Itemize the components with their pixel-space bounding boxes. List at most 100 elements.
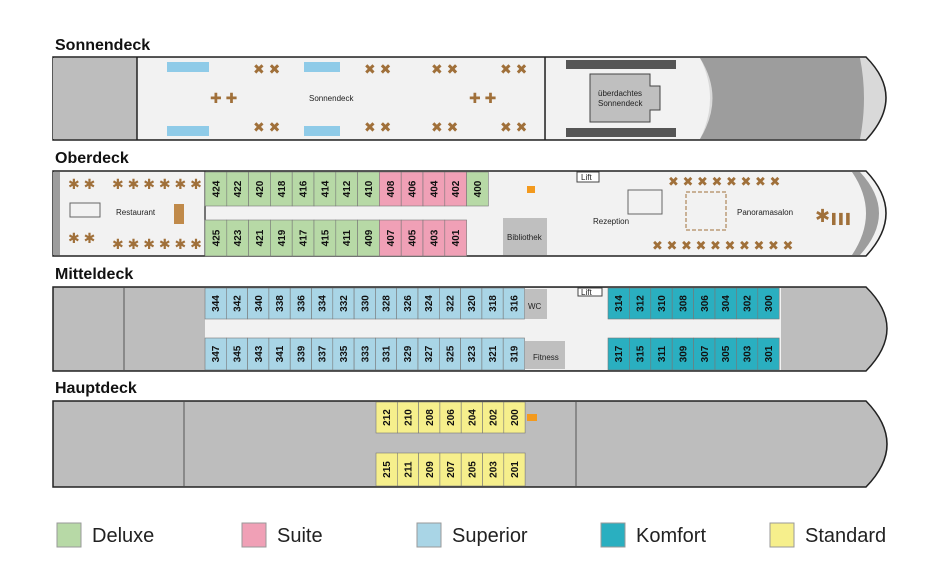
cabin-number: 414 xyxy=(320,180,331,197)
cabin-number: 201 xyxy=(510,461,521,478)
legend-swatch-superior xyxy=(416,522,442,548)
cabin-number: 319 xyxy=(509,345,520,362)
cabin-number: 403 xyxy=(429,229,440,246)
cabin-number: 300 xyxy=(764,295,775,312)
cabin-number: 321 xyxy=(488,345,499,362)
cabin-number: 410 xyxy=(364,180,375,197)
svg-text:✖ ✖: ✖ ✖ xyxy=(431,61,458,77)
cabin-number: 415 xyxy=(320,229,331,246)
cabin-number: 206 xyxy=(446,409,457,426)
svg-text:▌▌▌: ▌▌▌ xyxy=(832,212,853,226)
cabin-number: 209 xyxy=(425,461,436,478)
cabin-number: 347 xyxy=(211,345,222,362)
cabin-number: 332 xyxy=(339,295,350,312)
cabin-number: 420 xyxy=(255,180,266,197)
cabin-number: 409 xyxy=(364,229,375,246)
cabin-number: 423 xyxy=(233,229,244,246)
fitness-label: Fitness xyxy=(533,353,559,362)
svg-text:✱ ✱ ✱ ✱ ✱ ✱: ✱ ✱ ✱ ✱ ✱ ✱ xyxy=(112,176,202,192)
cabin-number: 342 xyxy=(232,295,243,312)
legend-swatch-komfort xyxy=(600,522,626,548)
sonnendeck-hull xyxy=(52,56,887,141)
cabin-number: 419 xyxy=(277,229,288,246)
cabin-number: 337 xyxy=(318,345,329,362)
cabin-number: 318 xyxy=(488,295,499,312)
svg-text:✖ ✖: ✖ ✖ xyxy=(500,119,527,135)
cabin-number: 215 xyxy=(382,461,393,478)
cabin-number: 325 xyxy=(445,345,456,362)
svg-text:✖ ✖: ✖ ✖ xyxy=(431,119,458,135)
cabin-200 xyxy=(503,401,526,434)
cabin-number: 404 xyxy=(429,180,440,197)
cabin-201 xyxy=(503,452,526,487)
cabin-number: 320 xyxy=(467,295,478,312)
cabin-number: 336 xyxy=(296,295,307,312)
legend-swatch-deluxe xyxy=(56,522,82,548)
legend-label-superior: Superior xyxy=(452,525,528,547)
deck-title-mitteldeck: Mitteldeck xyxy=(55,266,133,283)
deck-title-sonnendeck: Sonnendeck xyxy=(55,37,150,54)
cabin-number: 212 xyxy=(382,409,393,426)
cabin-number: 422 xyxy=(233,180,244,197)
legend-label-deluxe: Deluxe xyxy=(92,525,154,547)
cabin-number: 315 xyxy=(636,345,647,362)
svg-text:✖ ✖: ✖ ✖ xyxy=(253,119,280,135)
cabin-number: 424 xyxy=(211,180,222,197)
cabin-number: 406 xyxy=(408,180,419,197)
covered-sundeck-label-2: Sonnendeck xyxy=(598,99,643,108)
cabin-number: 327 xyxy=(424,345,435,362)
cabin-301 xyxy=(757,337,780,371)
cabin-number: 304 xyxy=(721,295,732,312)
wc-label: WC xyxy=(528,302,542,311)
cabin-number: 400 xyxy=(473,180,484,197)
cabin-number: 333 xyxy=(360,345,371,362)
svg-text:✖ ✖: ✖ ✖ xyxy=(500,61,527,77)
cabin-number: 316 xyxy=(509,295,520,312)
cabin-number: 412 xyxy=(342,180,353,197)
deck-title-hauptdeck: Hauptdeck xyxy=(55,380,137,397)
cabin-316 xyxy=(502,287,525,320)
svg-text:✖ ✖ ✖ ✖ ✖ ✖ ✖ ✖ ✖ ✖: ✖ ✖ ✖ ✖ ✖ ✖ ✖ ✖ ✖ ✖ xyxy=(652,238,793,253)
cabin-number: 330 xyxy=(360,295,371,312)
cabin-number: 317 xyxy=(614,345,625,362)
cabin-number: 305 xyxy=(721,345,732,362)
cabin-number: 314 xyxy=(614,295,625,312)
covered-sundeck-label-1: überdachtes xyxy=(598,89,642,98)
cabin-number: 339 xyxy=(296,345,307,362)
cabin-number: 311 xyxy=(657,345,668,362)
cabin-number: 211 xyxy=(403,461,414,478)
cabin-number: 306 xyxy=(700,295,711,312)
cabin-number: 328 xyxy=(382,295,393,312)
cabin-number: 345 xyxy=(232,345,243,362)
hauptdeck-hull xyxy=(52,400,888,488)
cabin-number: 207 xyxy=(446,461,457,478)
cabin-number: 210 xyxy=(403,409,414,426)
cabin-number: 301 xyxy=(764,345,775,362)
cabin-number: 411 xyxy=(342,229,353,246)
svg-text:✖ ✖: ✖ ✖ xyxy=(253,61,280,77)
restaurant-tables: ✱ ✱ ✱ ✱ ✱ ✱ ✱ ✱ ✱ ✱ ✱ ✱ ✱ ✱ ✱ ✱ xyxy=(68,176,202,252)
cabin-number: 344 xyxy=(211,295,222,312)
cabin-300 xyxy=(757,287,780,320)
legend-swatch-suite xyxy=(241,522,267,548)
cabin-number: 401 xyxy=(451,229,462,246)
legend-swatch-standard xyxy=(769,522,795,548)
legend-label-standard: Standard xyxy=(805,525,886,547)
cabin-number: 312 xyxy=(636,295,647,312)
cabin-number: 308 xyxy=(678,295,689,312)
cabin-401 xyxy=(444,219,467,257)
cabin-319 xyxy=(502,337,525,371)
cabin-number: 418 xyxy=(277,180,288,197)
restaurant-label: Restaurant xyxy=(116,208,156,217)
mitteldeck-lift-label: Lift xyxy=(581,288,592,297)
cabin-number: 341 xyxy=(275,345,286,362)
rezeption-label: Rezeption xyxy=(593,217,629,226)
cabin-number: 425 xyxy=(211,229,222,246)
cabin-number: 205 xyxy=(467,461,478,478)
cabin-number: 309 xyxy=(678,345,689,362)
